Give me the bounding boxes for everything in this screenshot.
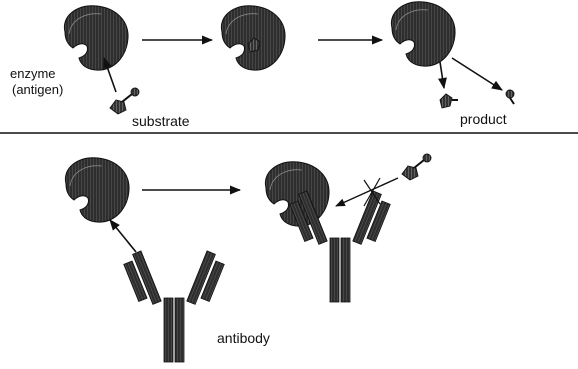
enzyme-antigen-icon [65,158,129,222]
product-fragment-2-icon [506,90,514,104]
antibody-label: antibody [217,330,270,346]
antibody-binding-arrow [110,220,136,252]
blocked-substrate-icon [402,154,431,180]
product-arrow-2 [452,58,502,90]
substrate-icon [110,88,139,114]
enzyme-free-icon [391,2,455,66]
antibody-icon [121,251,226,362]
product-label: product [460,111,507,127]
antigen-label: (antigen) [12,82,63,97]
enzyme-substrate-complex-icon [221,6,285,70]
enzyme-label: enzyme [10,66,56,81]
substrate-label: substrate [132,113,190,129]
product-arrow-1 [440,62,444,88]
top-panel: enzyme (antigen) substrate product [10,2,514,129]
enzyme-icon [64,6,128,70]
bottom-panel: antibody [65,154,431,362]
product-fragment-1-icon [440,94,458,108]
